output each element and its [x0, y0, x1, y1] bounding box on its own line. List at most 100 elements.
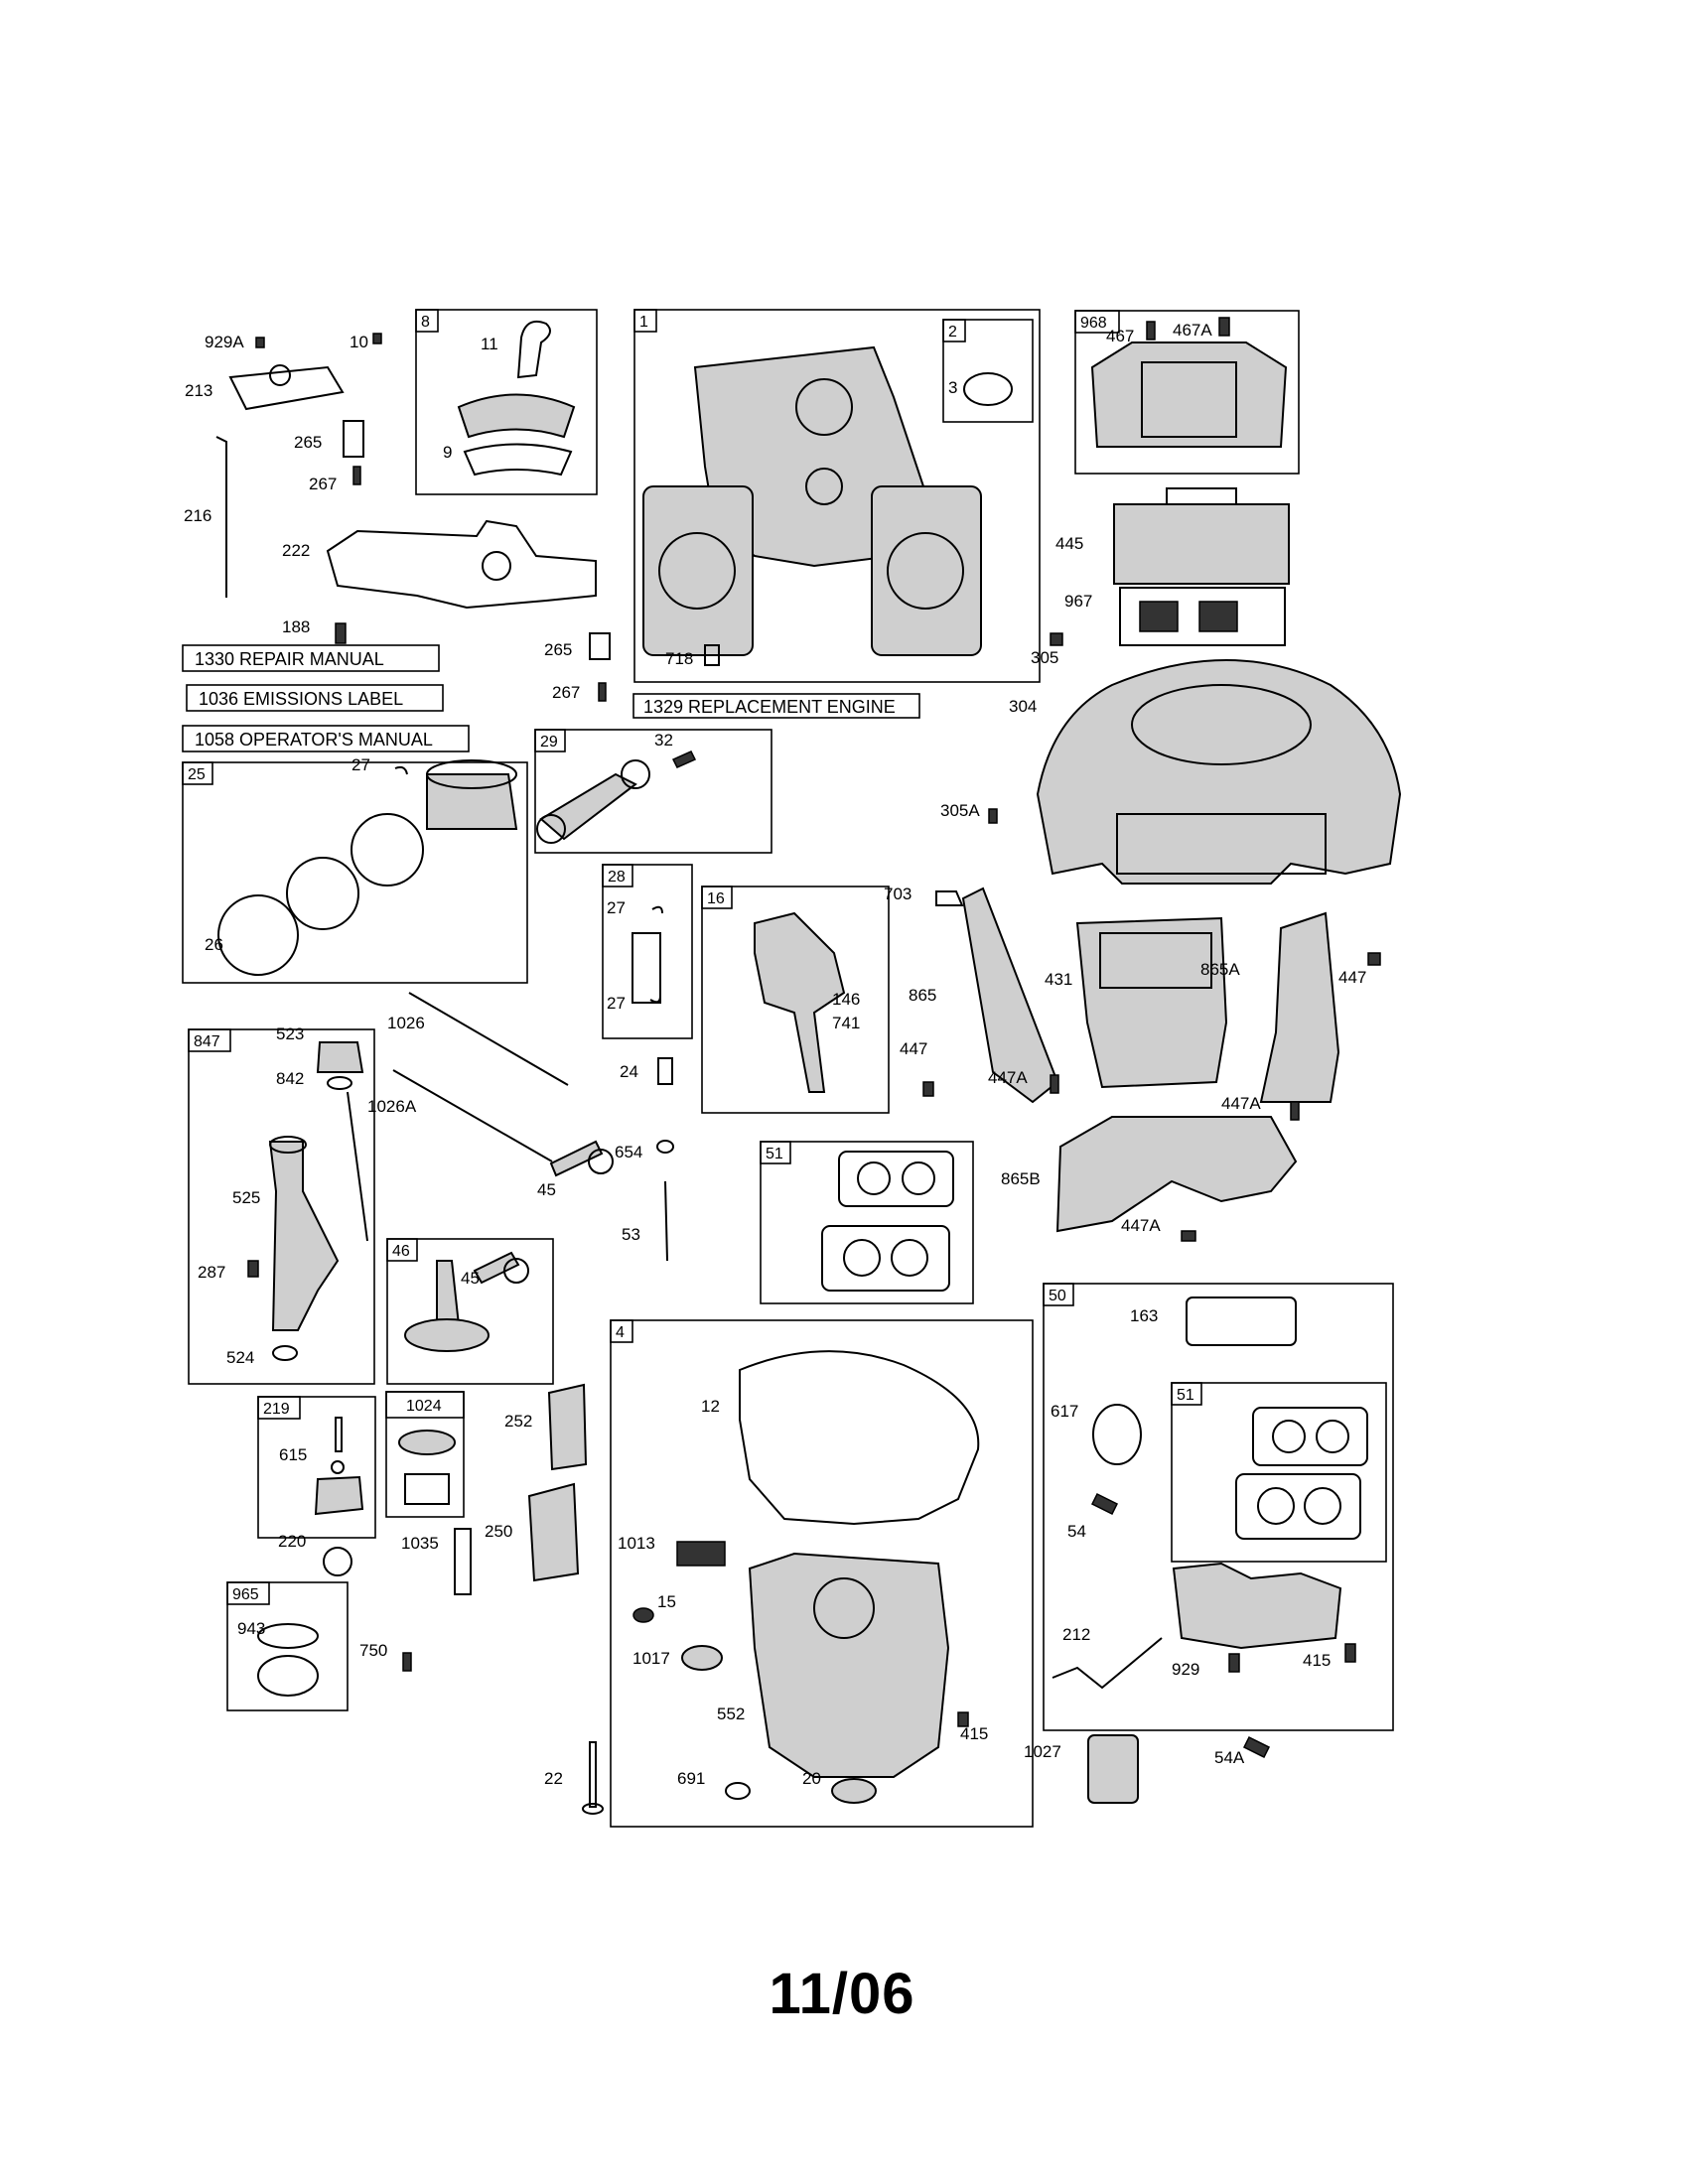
label-3: 3 — [948, 378, 957, 397]
svg-text:1329 REPLACEMENT ENGINE: 1329 REPLACEMENT ENGINE — [643, 697, 896, 717]
label-1027: 1027 — [1024, 1742, 1061, 1761]
pin-1035-part — [454, 1528, 472, 1595]
label-842: 842 — [276, 1069, 304, 1088]
gasket-51-inner-part — [1235, 1407, 1368, 1540]
dowel-24-part — [657, 1057, 673, 1085]
label-447-a: 447 — [1338, 968, 1366, 987]
bolt-22-part — [589, 1741, 597, 1808]
valve-45-part — [549, 1140, 604, 1177]
label-929: 929 — [1172, 1660, 1199, 1679]
svg-text:965: 965 — [232, 1586, 259, 1603]
label-525: 525 — [232, 1188, 260, 1207]
label-9: 9 — [443, 443, 452, 462]
label-447A-b: 447A — [1221, 1094, 1261, 1113]
label-27-c: 27 — [607, 994, 626, 1013]
dipstick-tube-part — [268, 1141, 340, 1331]
group-46-camshaft: 46 — [386, 1238, 554, 1385]
svg-text:46: 46 — [392, 1243, 410, 1260]
svg-text:51: 51 — [766, 1146, 783, 1162]
dipstick-cap-part — [316, 1041, 364, 1073]
svg-text:2: 2 — [948, 324, 957, 341]
washer-220-part — [323, 1547, 352, 1576]
label-943: 943 — [237, 1619, 265, 1638]
label-15: 15 — [657, 1592, 676, 1611]
intake-manifold-part — [1172, 1562, 1342, 1650]
label-552: 552 — [717, 1705, 745, 1723]
label-865B: 865B — [1001, 1169, 1041, 1188]
group-8: 8 — [415, 309, 598, 495]
label-12: 12 — [701, 1397, 720, 1416]
label-523: 523 — [276, 1024, 304, 1043]
svg-text:1: 1 — [639, 314, 648, 331]
label-20: 20 — [802, 1769, 821, 1788]
group-1-engine-block: 1 — [633, 309, 1041, 683]
svg-text:28: 28 — [608, 869, 626, 886]
gasket-51-top-part — [821, 1151, 954, 1292]
label-45-b: 45 — [461, 1269, 480, 1288]
label-415-a: 415 — [960, 1724, 988, 1743]
sump-gasket-12-part — [739, 1350, 980, 1526]
sump-part — [748, 1552, 950, 1778]
doc-emissions-label: 1036 EMISSIONS LABEL — [186, 684, 444, 712]
doc-repair-manual: 1330 REPAIR MANUAL — [182, 644, 440, 672]
push-rod-1026A-part — [392, 1069, 553, 1162]
label-703: 703 — [884, 885, 912, 903]
label-222: 222 — [282, 541, 310, 560]
svg-text:968: 968 — [1080, 315, 1107, 332]
label-1026: 1026 — [387, 1014, 425, 1032]
label-447A-c: 447A — [1121, 1216, 1161, 1235]
connecting-rod-part — [539, 772, 637, 841]
group-847-dipstick: 847 — [188, 1028, 375, 1385]
label-865: 865 — [909, 986, 936, 1005]
shield-865-part — [961, 887, 1059, 1104]
label-524: 524 — [226, 1348, 254, 1367]
o-ring-617-part — [1092, 1404, 1142, 1465]
label-24: 24 — [620, 1062, 638, 1081]
svg-text:50: 50 — [1049, 1288, 1066, 1304]
label-741: 741 — [832, 1014, 860, 1032]
doc-replacement-engine: 1329 REPLACEMENT ENGINE — [632, 693, 920, 719]
group-1024-oil-pump: 1024 — [385, 1391, 465, 1518]
svg-text:847: 847 — [194, 1033, 220, 1050]
label-615: 615 — [279, 1445, 307, 1464]
label-10: 10 — [350, 333, 368, 351]
group-51-gaskets-top: 51 — [760, 1141, 974, 1304]
breather-tube-part — [516, 320, 551, 379]
label-213: 213 — [185, 381, 212, 400]
label-617: 617 — [1051, 1402, 1078, 1421]
label-267: 267 — [309, 475, 337, 493]
label-1026A: 1026A — [367, 1097, 417, 1116]
label-252: 252 — [504, 1412, 532, 1431]
label-967: 967 — [1064, 592, 1092, 611]
label-188: 188 — [282, 617, 310, 636]
governor-rod-part — [215, 436, 227, 598]
label-750: 750 — [359, 1641, 387, 1660]
label-305: 305 — [1031, 648, 1058, 667]
label-45-a: 45 — [537, 1180, 556, 1199]
shield-865A-part — [1259, 911, 1340, 1103]
dowel-718-part — [704, 644, 720, 666]
breather-cover-part — [457, 393, 576, 439]
label-1013: 1013 — [618, 1534, 655, 1553]
label-26: 26 — [205, 935, 223, 954]
piston-part — [426, 773, 518, 830]
svg-text:1058 OPERATOR'S MANUAL: 1058 OPERATOR'S MANUAL — [195, 730, 433, 750]
svg-text:51: 51 — [1177, 1387, 1194, 1404]
label-415-b: 415 — [1303, 1651, 1331, 1670]
label-22: 22 — [544, 1769, 563, 1788]
label-265-b: 265 — [544, 640, 572, 659]
piston-ring-1-part — [217, 894, 299, 976]
label-304: 304 — [1009, 697, 1037, 716]
label-53: 53 — [622, 1225, 640, 1244]
label-1017: 1017 — [632, 1649, 670, 1668]
label-220: 220 — [278, 1532, 306, 1551]
group-51-gaskets-inner: 51 — [1171, 1382, 1387, 1563]
label-1035: 1035 — [401, 1534, 439, 1553]
engine-block-part — [642, 345, 982, 656]
label-146: 146 — [832, 990, 860, 1009]
label-32: 32 — [654, 731, 673, 750]
group-965-cover: 965 — [226, 1581, 349, 1711]
governor-lever-part — [228, 365, 345, 411]
clip-703-part — [935, 890, 964, 906]
